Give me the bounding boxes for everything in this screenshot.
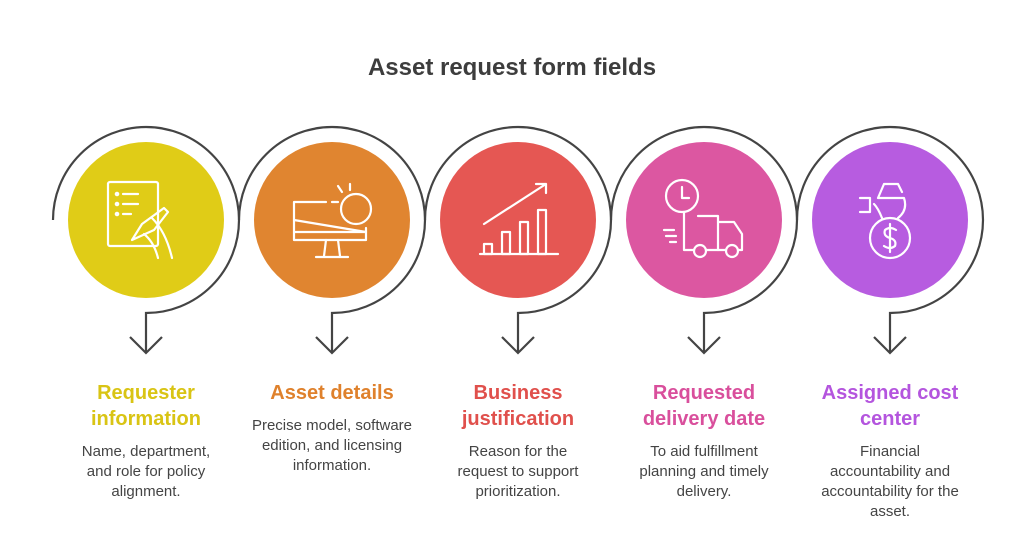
connector-arrow <box>795 125 985 355</box>
step-circle <box>812 142 968 298</box>
growth-chart-icon <box>478 182 560 256</box>
step-title: Asset details <box>270 382 394 404</box>
delivery-truck-clock-icon <box>662 178 744 259</box>
money-bag-icon <box>858 182 912 260</box>
step-5 <box>795 125 985 355</box>
connector-arrow <box>609 125 799 355</box>
step-2 <box>237 125 427 355</box>
step-title: Business justification <box>461 382 575 430</box>
step-description: Name, department, and role for policy al… <box>81 443 211 500</box>
form-signing-icon <box>106 180 174 260</box>
step-circle <box>440 142 596 298</box>
step-description: Financial accountability and accountabil… <box>821 443 959 520</box>
step-title: Requester information <box>91 382 201 430</box>
step-title: Requested delivery date <box>642 382 766 430</box>
connector-arrow <box>423 125 613 355</box>
connector-arrow <box>51 125 241 355</box>
step-description: To aid fulfillment planning and timely d… <box>639 443 769 500</box>
step-description: Precise model, software edition, and lic… <box>251 417 413 474</box>
computer-monitor-icon <box>292 182 373 259</box>
step-text-4: Requested delivery date To aid fulfillmen… <box>614 380 794 502</box>
step-circle <box>254 142 410 298</box>
step-description: Reason for the request to support priori… <box>457 443 579 500</box>
step-4 <box>609 125 799 355</box>
step-circle <box>626 142 782 298</box>
diagram-title: Asset request form fields <box>367 54 657 81</box>
step-3 <box>423 125 613 355</box>
step-title: Assigned cost center <box>821 382 959 430</box>
step-1 <box>51 125 241 355</box>
connector-arrow <box>237 125 427 355</box>
